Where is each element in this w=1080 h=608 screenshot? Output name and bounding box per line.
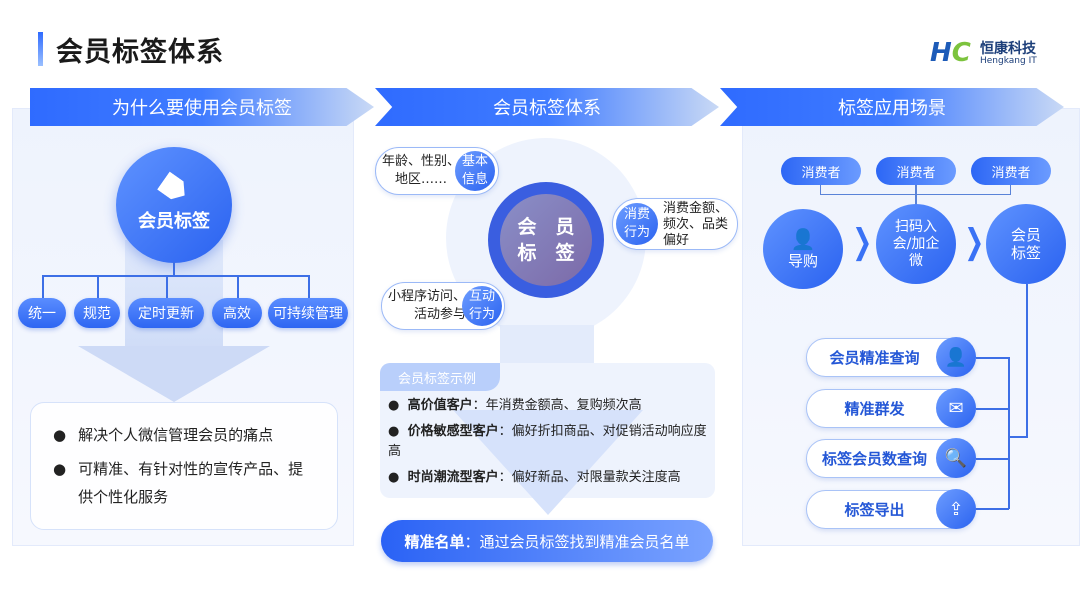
- connector: [1008, 357, 1010, 509]
- connector: [1026, 284, 1028, 436]
- member-tag-label: 会员标签: [138, 211, 210, 232]
- consumer-pill: 消费者: [971, 157, 1051, 185]
- consumer-connector: [915, 185, 917, 205]
- tree-branch: [237, 275, 239, 299]
- title-accent: [38, 32, 43, 66]
- center-line: 会 员: [517, 216, 575, 238]
- connector: [976, 408, 1009, 410]
- company-logo: HC 恒康科技 Hengkang IT: [930, 36, 1050, 68]
- bullet-item: ●解决个人微信管理会员的痛点: [53, 421, 315, 449]
- pill-label: 消费行为: [616, 203, 658, 245]
- mail-icon: ✉: [936, 388, 976, 428]
- result-bold: 精准名单: [404, 532, 465, 551]
- node-regular-update: 定时更新: [128, 298, 204, 328]
- action-label: 标签导出: [844, 501, 905, 519]
- member-tag-circle: 会员标签: [116, 147, 232, 263]
- center-tag-circle: 会 员 标 签: [488, 182, 604, 298]
- example-bold: 高价值客户: [407, 398, 473, 413]
- page-title: 会员标签体系: [56, 37, 224, 68]
- bullet-text: 解决个人微信管理会员的痛点: [78, 426, 274, 444]
- flow-scan: 扫码入会/加企微: [876, 204, 956, 284]
- consumer-pill: 消费者: [876, 157, 956, 185]
- consumer-pill: 消费者: [781, 157, 861, 185]
- chevron-right-icon: ❯: [964, 222, 985, 262]
- tree-branch: [42, 275, 44, 299]
- example-item: ● 高价值客户：年消费金额高、复购频次高: [388, 398, 642, 413]
- tree-branch: [308, 275, 310, 299]
- result-text: ：通过会员标签找到精准会员名单: [464, 532, 690, 551]
- connector: [976, 508, 1009, 510]
- header-why: 为什么要使用会员标签: [30, 88, 374, 126]
- node-sustainable: 可持续管理: [268, 298, 348, 328]
- tree-stem: [173, 262, 175, 275]
- action-label: 会员精准查询: [829, 349, 920, 367]
- example-text: ：年消费金额高、复购频次高: [472, 398, 642, 413]
- center-line: 标 签: [517, 242, 575, 264]
- example-item: ● 价格敏感型客户：偏好折扣商品、对促销活动响应度高: [388, 424, 707, 459]
- precise-list-banner: 精准名单：通过会员标签找到精准会员名单: [381, 520, 713, 562]
- arrow-shaft: [500, 325, 594, 365]
- export-icon: ⇪: [936, 489, 976, 529]
- example-item: ● 时尚潮流型客户：偏好新品、对限量款关注度高: [388, 470, 681, 485]
- pill-basic-info: 年龄、性别、地区…… 基本信息: [375, 147, 499, 195]
- bullet-item: ●可精准、有针对性的宣传产品、提供个性化服务: [53, 455, 315, 511]
- tree-bar: [42, 275, 308, 277]
- tree-branch: [97, 275, 99, 299]
- action-label: 精准群发: [844, 400, 905, 418]
- pill-interaction: 小程序访问、活动参与 互动行为: [381, 282, 505, 330]
- tree-branch: [166, 275, 168, 299]
- user-search-icon: 👤: [936, 337, 976, 377]
- pain-points-box: ●解决个人微信管理会员的痛点 ●可精准、有针对性的宣传产品、提供个性化服务: [30, 402, 338, 530]
- logo-en: Hengkang IT: [980, 56, 1037, 66]
- action-label: 标签会员数查询: [821, 450, 927, 468]
- person-icon: 👤: [790, 226, 816, 251]
- tag-icon: [157, 172, 191, 205]
- example-title: 会员标签示例: [380, 363, 500, 391]
- logo-mark: HC: [930, 38, 971, 68]
- pill-label: 互动行为: [462, 286, 502, 326]
- header-system: 会员标签体系: [375, 88, 719, 126]
- pill-label: 基本信息: [455, 151, 495, 191]
- flow-label: 导购: [787, 251, 818, 270]
- pill-consumption: 消费行为 消费金额、频次、品类偏好: [612, 198, 738, 250]
- bullet-text: 可精准、有针对性的宣传产品、提供个性化服务: [78, 460, 304, 506]
- pill-text: 小程序访问、活动参与: [387, 289, 466, 322]
- example-text: ：偏好新品、对限量款关注度高: [498, 470, 681, 485]
- connector: [976, 458, 1009, 460]
- logo-cn: 恒康科技: [980, 41, 1036, 57]
- header-scenario: 标签应用场景: [720, 88, 1064, 126]
- connector: [1008, 436, 1028, 438]
- flow-member-tag: 会员标签: [986, 204, 1066, 284]
- example-list: ● 高价值客户：年消费金额高、复购频次高 ● 价格敏感型客户：偏好折扣商品、对促…: [388, 396, 708, 488]
- node-unified: 统一: [18, 298, 66, 328]
- connector: [976, 357, 1009, 359]
- pill-text: 年龄、性别、地区……: [382, 154, 461, 187]
- chevron-right-icon: ❯: [852, 222, 873, 262]
- example-bold: 价格敏感型客户: [407, 424, 499, 439]
- example-text: ：偏好折扣商品、对促销活动响应度高: [388, 424, 707, 459]
- node-efficient: 高效: [212, 298, 262, 328]
- node-standard: 规范: [74, 298, 120, 328]
- flow-guide: 👤 导购: [763, 209, 843, 289]
- pill-text: 消费金额、频次、品类偏好: [663, 201, 729, 248]
- center-photo: 会 员 标 签: [500, 194, 592, 286]
- document-search-icon: 🔍: [936, 438, 976, 478]
- example-bold: 时尚潮流型客户: [407, 470, 499, 485]
